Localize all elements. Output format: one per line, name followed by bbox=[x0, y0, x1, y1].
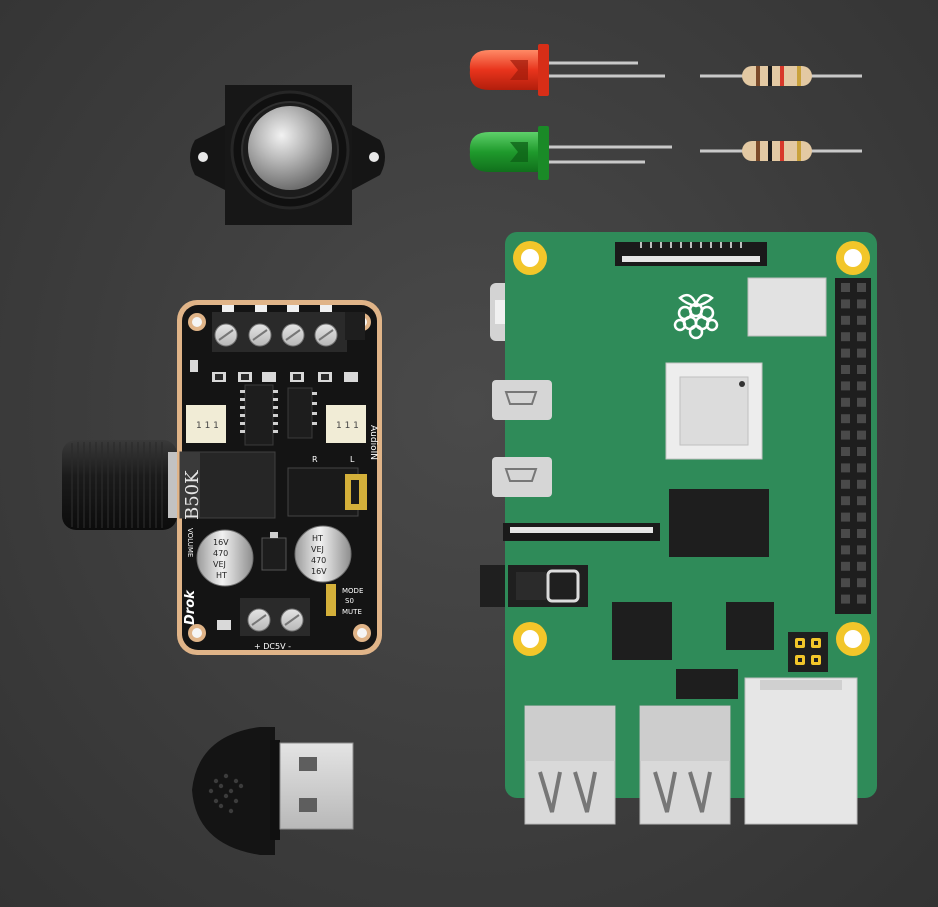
gpio-pin bbox=[857, 414, 866, 424]
gpio-pin bbox=[841, 381, 850, 391]
gpio-pin bbox=[841, 561, 850, 571]
volume-knob-icon bbox=[62, 440, 190, 530]
led-green-icon bbox=[469, 126, 672, 180]
volume-label: VOLUME bbox=[186, 528, 194, 557]
gpio-pin bbox=[857, 529, 866, 538]
gpio-pin bbox=[857, 463, 866, 473]
raspberry-logo-icon bbox=[673, 293, 719, 340]
gpio-pin bbox=[857, 479, 866, 489]
gpio-pin bbox=[841, 365, 850, 374]
gpio-pin bbox=[857, 365, 866, 374]
capacitor-right-icon: HT VEJ 470 16V bbox=[294, 525, 352, 583]
gpio-pin bbox=[841, 578, 850, 588]
cap-right-code: VEJ bbox=[311, 545, 324, 554]
gpio-pin bbox=[841, 529, 850, 538]
gpio-pin bbox=[841, 545, 850, 555]
dc-label: + DC5V - bbox=[254, 642, 291, 651]
gpio-pin bbox=[841, 512, 850, 522]
amp-r-label: R bbox=[312, 455, 318, 464]
gpio-pin bbox=[857, 512, 866, 522]
gpio-pin bbox=[841, 397, 850, 407]
gpio-pin bbox=[841, 479, 850, 489]
cap-left-code: VEJ bbox=[213, 560, 226, 569]
cap-right-voltage: 16V bbox=[311, 567, 327, 576]
ethernet-port-icon bbox=[744, 677, 858, 825]
left-connector-label: 1 1 1 bbox=[196, 421, 219, 431]
gpio-pin bbox=[841, 463, 850, 473]
gpio-pin bbox=[857, 299, 866, 309]
gpio-pin bbox=[857, 594, 866, 604]
cap-right-brand: HT bbox=[312, 534, 323, 543]
gpio-pin bbox=[841, 332, 850, 342]
gpio-pin bbox=[857, 496, 866, 506]
gpio-pin bbox=[857, 348, 866, 358]
resistor-top-icon bbox=[700, 66, 862, 86]
gpio-pin bbox=[841, 496, 850, 506]
gpio-pin bbox=[857, 578, 866, 588]
amp-l-label: L bbox=[350, 455, 355, 464]
gpio-pin bbox=[857, 315, 866, 325]
resistor-bottom-icon bbox=[700, 141, 862, 161]
gpio-pin bbox=[841, 315, 850, 325]
s0-label: S0 bbox=[345, 597, 354, 605]
cap-right-value: 470 bbox=[311, 556, 326, 565]
gpio-pins bbox=[841, 283, 866, 604]
cap-left-value: 470 bbox=[213, 549, 228, 558]
gpio-pin bbox=[857, 332, 866, 342]
cap-left-brand: HT bbox=[216, 571, 227, 580]
amplifier-board-icon: 1 1 1 1 1 1 AudioIN B50K VOLUME R L 16V … bbox=[62, 300, 382, 655]
gpio-pin bbox=[857, 447, 866, 456]
right-connector-label: 1 1 1 bbox=[336, 421, 359, 431]
usb-port-1-icon bbox=[524, 705, 616, 825]
gpio-pin bbox=[857, 430, 866, 440]
gpio-pin bbox=[857, 545, 866, 555]
gpio-pin bbox=[841, 447, 850, 456]
gpio-pin bbox=[841, 348, 850, 358]
gpio-pin bbox=[841, 283, 850, 292]
usb-microphone-icon bbox=[192, 727, 354, 855]
mute-label: MUTE bbox=[342, 608, 362, 616]
mode-label: MODE bbox=[342, 587, 363, 595]
gpio-pin bbox=[841, 594, 850, 604]
gpio-pin bbox=[857, 283, 866, 292]
pot-label: B50K bbox=[182, 470, 203, 520]
audio-in-label: AudioIN bbox=[368, 425, 378, 460]
gpio-pin bbox=[841, 414, 850, 424]
led-red-icon bbox=[469, 44, 665, 96]
speaker-icon bbox=[190, 85, 385, 225]
gpio-pin bbox=[857, 561, 866, 571]
gpio-pin bbox=[841, 430, 850, 440]
gpio-pin bbox=[857, 381, 866, 391]
gpio-pin bbox=[857, 397, 866, 407]
usb-port-2-icon bbox=[639, 705, 731, 825]
brand-label: Drok bbox=[183, 589, 198, 625]
capacitor-left-icon: 16V 470 VEJ HT bbox=[196, 529, 254, 587]
cap-left-voltage: 16V bbox=[213, 538, 229, 547]
raspberry-pi-icon bbox=[480, 232, 877, 825]
gpio-pin bbox=[841, 299, 850, 309]
